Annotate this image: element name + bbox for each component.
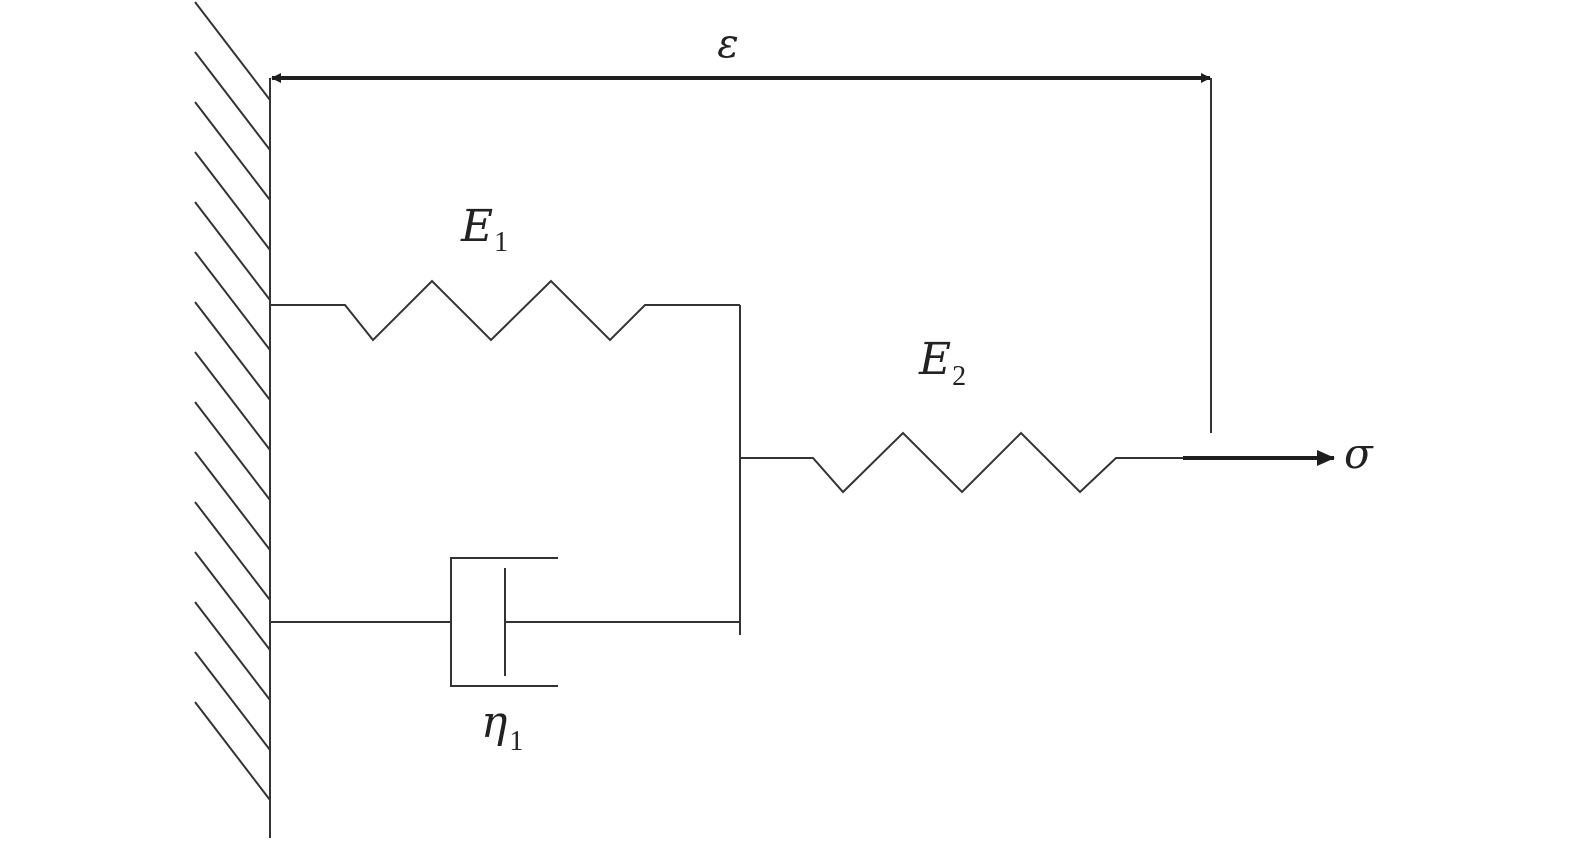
dashpot-cylinder — [450, 557, 558, 687]
strain-label: ε — [717, 21, 738, 67]
strain-dimension: ε — [271, 21, 1212, 433]
stress-load: σ — [1183, 429, 1374, 478]
spring-e1-coil — [270, 279, 740, 342]
spring-e2-label: E2 — [918, 334, 966, 392]
fixed-support — [194, 1, 271, 838]
dashpot-eta1: η1 — [270, 557, 740, 757]
spring-e2-coil — [740, 431, 1185, 494]
spring-e2: E2 — [740, 334, 1185, 494]
dashpot-label: η1 — [481, 697, 523, 757]
wall-hatching — [194, 1, 271, 801]
spring-e1: E1 — [270, 201, 740, 342]
stress-label: σ — [1344, 429, 1374, 478]
spring-e1-label: E1 — [460, 201, 508, 258]
